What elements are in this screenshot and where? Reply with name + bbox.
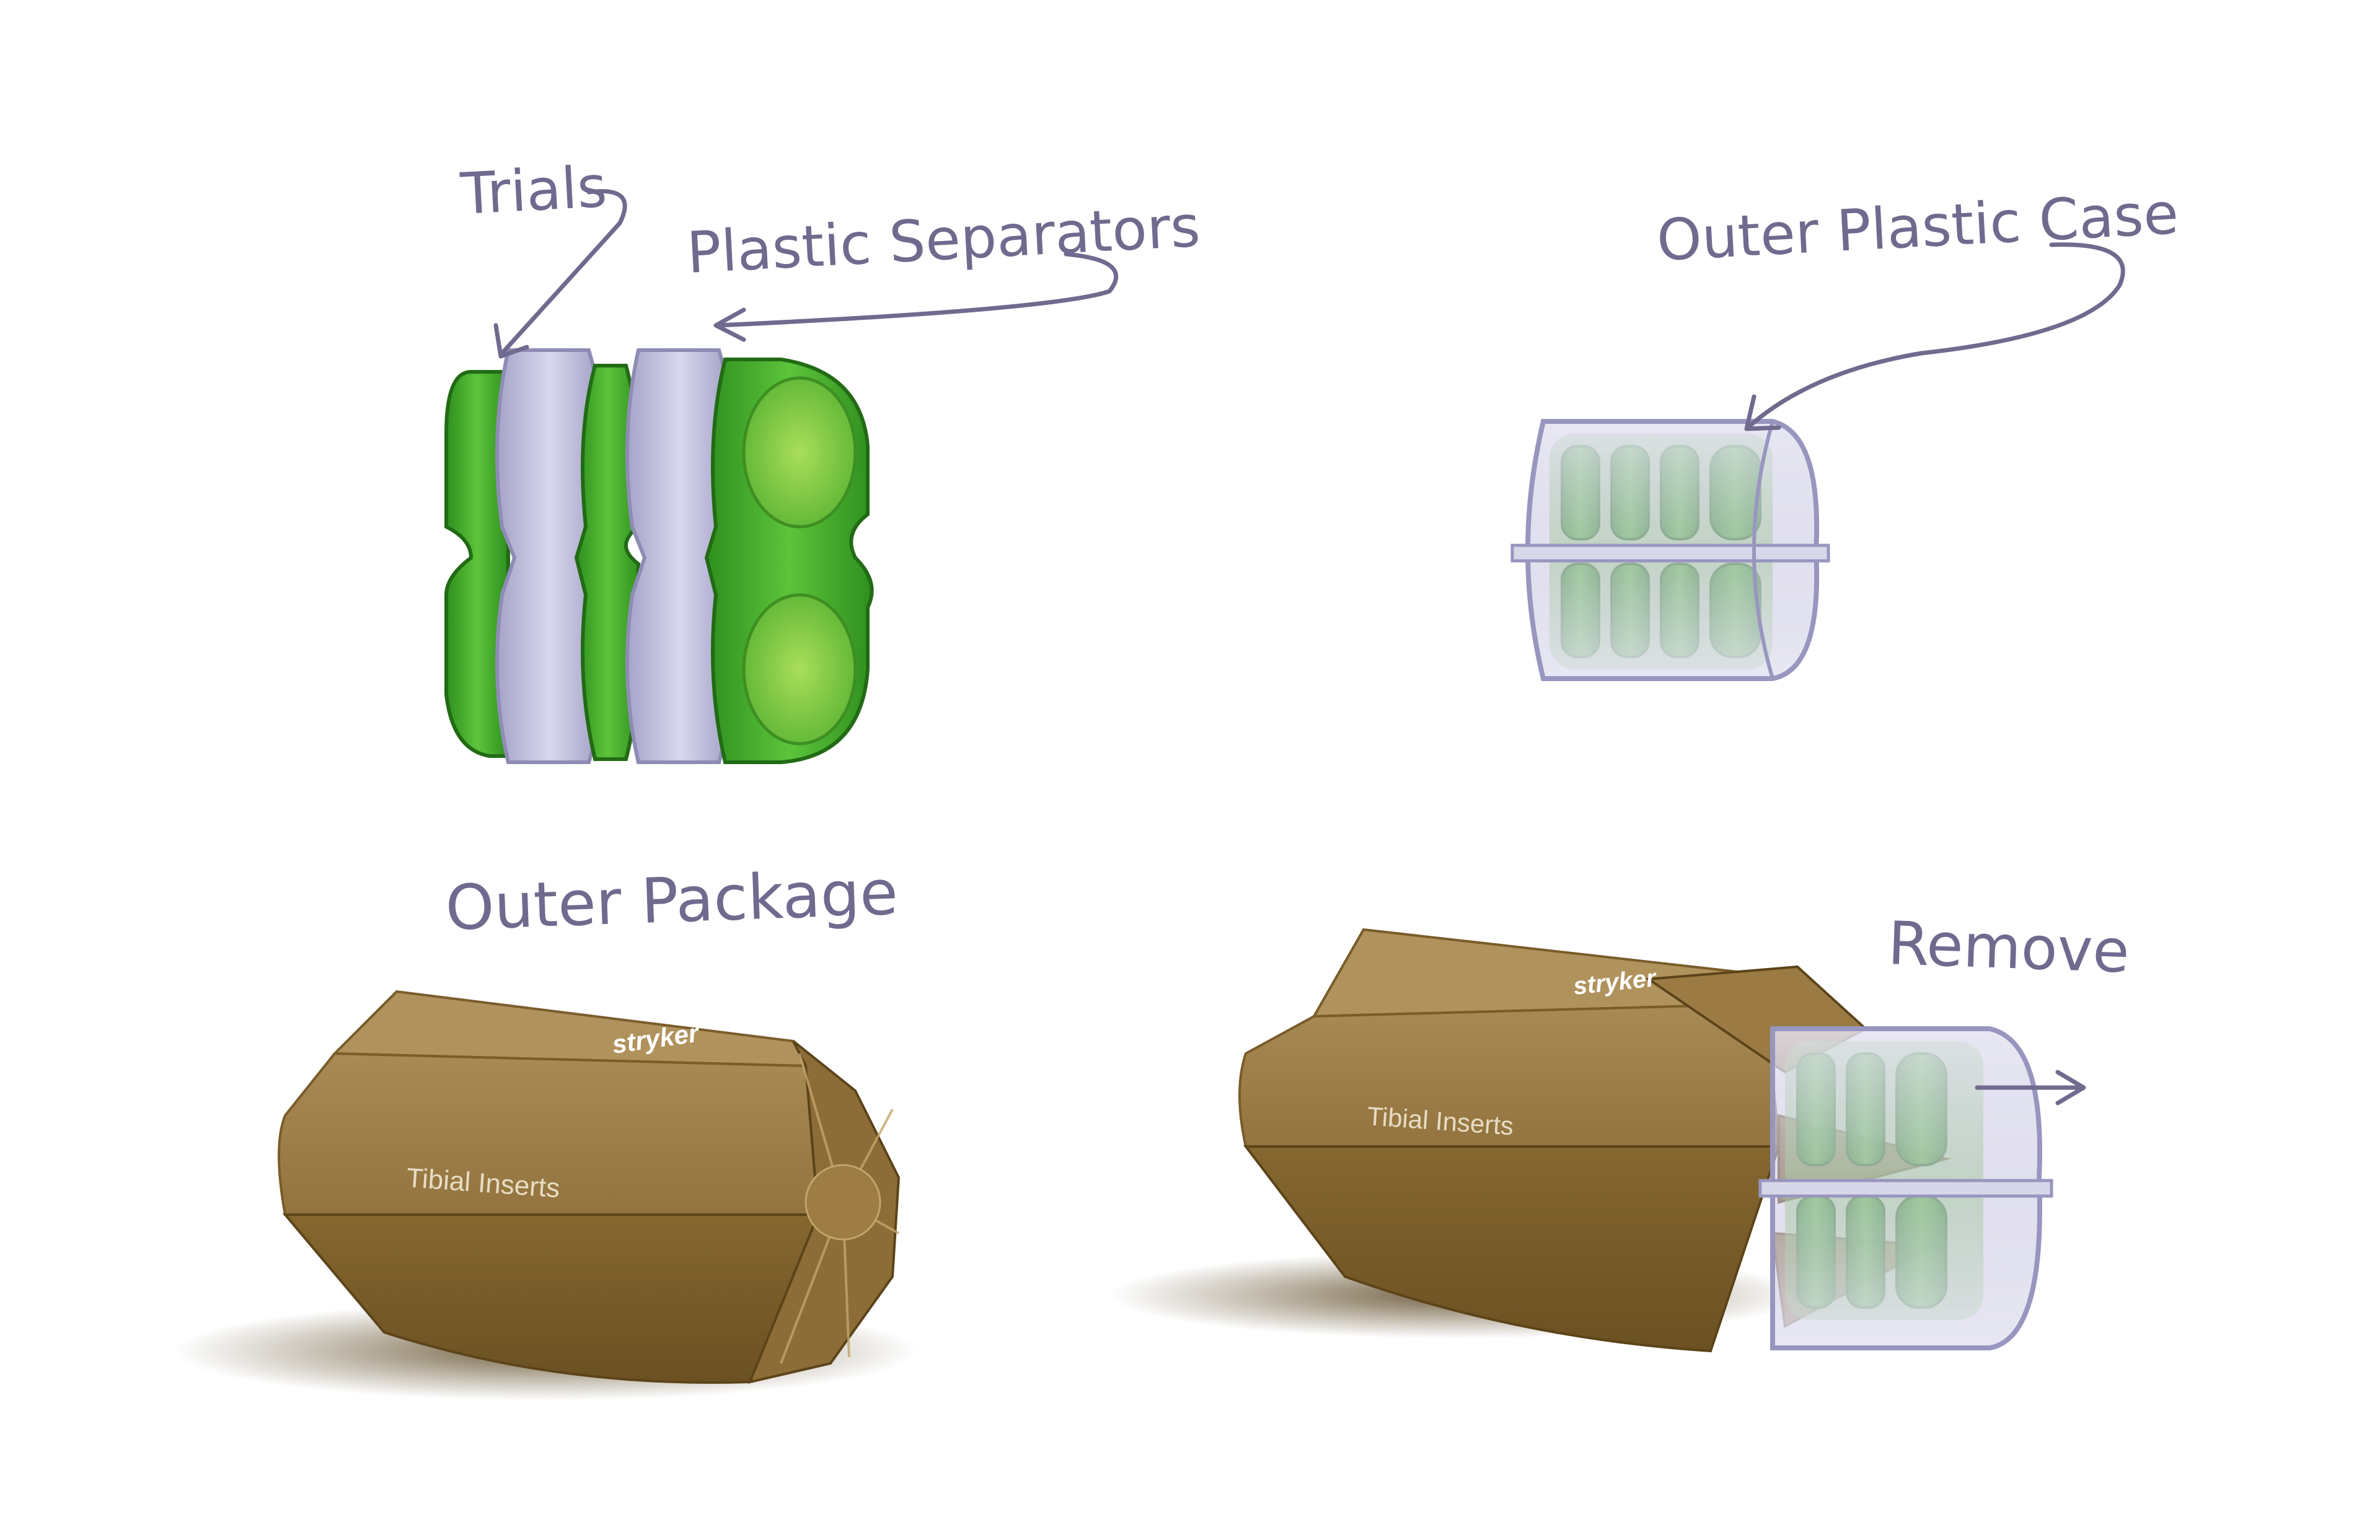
package-label: Outer Package [444,856,899,944]
case-label: Outer Plastic Case [1655,180,2180,274]
remove-arrowhead [2055,1070,2086,1106]
separators-arrow [716,252,1118,328]
plastic-case-illustration [1510,419,1830,681]
trial-3 [704,358,874,764]
trials-stack-illustration [444,348,874,764]
case-arrow [1745,242,2125,430]
outer-package-illustration [174,990,917,1401]
trials-arrow [500,189,627,356]
case-arrowhead [1744,394,1781,431]
separators-label: Plastic Separators [685,193,1202,286]
remove-label: Remove [1887,909,2130,987]
trials-arrowhead [493,323,529,359]
package-open-illustration [1109,928,2053,1353]
separators-arrowhead [713,307,746,342]
trial-1 [444,370,510,758]
trials-label: Trials [459,154,609,227]
